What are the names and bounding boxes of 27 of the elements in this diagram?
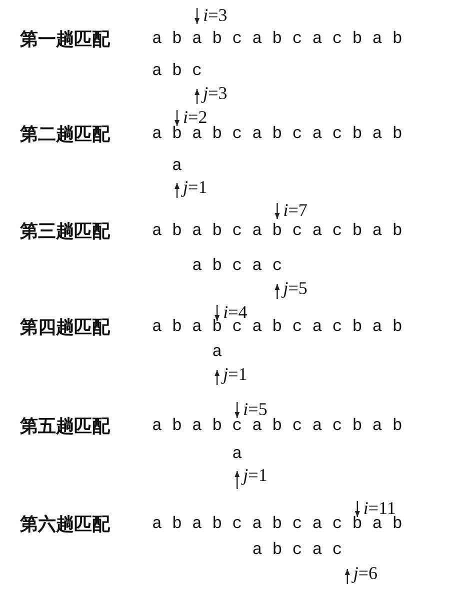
main-string: a b a b c a b c a c b a b [152,417,402,437]
index-label: j=1 [243,465,268,485]
main-string: a b a b c a b c a c b a b [152,222,402,242]
pass-heading: 第五趟匹配 [20,417,110,437]
pattern-string: a b c a c [192,257,282,277]
pass-heading: 第二趟匹配 [20,125,110,145]
pattern-string: a [212,343,222,363]
pass-heading: 第六趟匹配 [20,515,110,535]
index-label: j=5 [283,278,308,298]
main-string: a b a b c a b c a c b a b [152,30,402,50]
pass-heading: 第三趟匹配 [20,222,110,242]
index-label: j=1 [223,364,248,384]
index-label: j=3 [203,83,228,103]
pattern-string: a b c [152,62,202,82]
pattern-string: a [172,157,182,177]
main-string: a b a b c a b c a c b a b [152,125,402,145]
index-label: i=7 [283,200,308,220]
main-string: a b a b c a b c a c b a b [152,515,402,535]
index-label: j=6 [353,563,378,583]
pattern-string: a b c a c [252,541,342,561]
pass-heading: 第四趟匹配 [20,318,110,338]
index-label: i=2 [183,107,208,127]
pattern-string: a [232,445,242,465]
index-label: i=3 [203,5,228,25]
pass-heading: 第一趟匹配 [20,30,110,50]
index-label: j=1 [183,177,208,197]
index-label: i=5 [243,399,268,419]
